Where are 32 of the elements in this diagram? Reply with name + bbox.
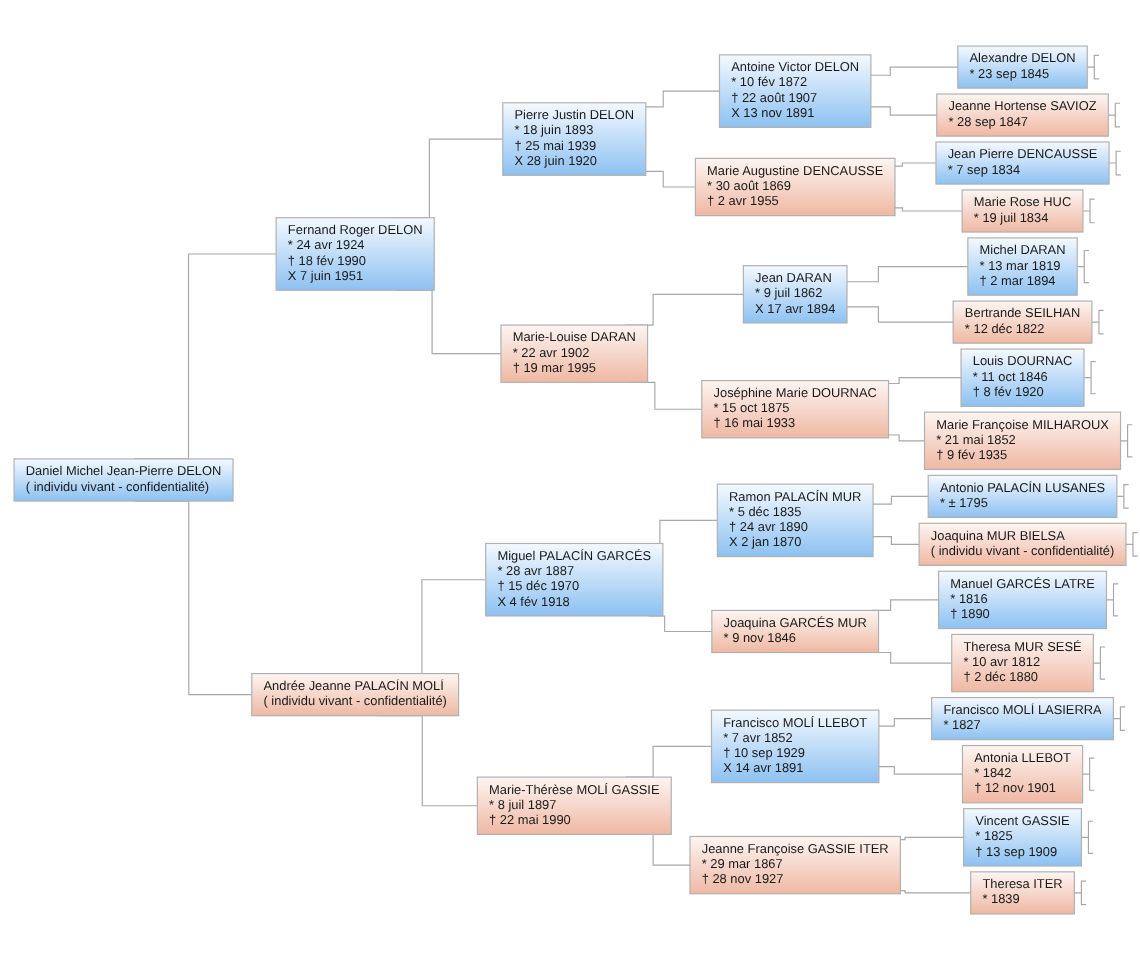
connector [899, 890, 972, 894]
connector [894, 162, 937, 167]
connector [1080, 820, 1094, 854]
connector [1119, 424, 1133, 458]
connector [1086, 54, 1100, 80]
connector [1112, 706, 1126, 731]
connector [872, 495, 929, 505]
connector [878, 718, 933, 727]
connector [1108, 150, 1122, 176]
connector [645, 170, 696, 188]
connector [1091, 309, 1105, 335]
connector [887, 377, 962, 385]
connector [878, 766, 964, 775]
connector [899, 836, 965, 841]
connector [872, 536, 920, 545]
connector [1076, 249, 1090, 284]
connector [1083, 361, 1097, 395]
connector [1116, 484, 1130, 509]
connector [870, 106, 938, 116]
connector [846, 265, 969, 283]
connector [887, 434, 926, 442]
connector [870, 66, 959, 76]
connector [1073, 880, 1087, 906]
connector [1092, 646, 1106, 680]
connector [1082, 198, 1096, 224]
connector [1125, 531, 1139, 557]
connector [1107, 102, 1121, 128]
connector [1082, 757, 1095, 791]
connector [1105, 583, 1119, 617]
connector [894, 207, 963, 212]
connector [645, 90, 721, 108]
connector [846, 306, 954, 323]
